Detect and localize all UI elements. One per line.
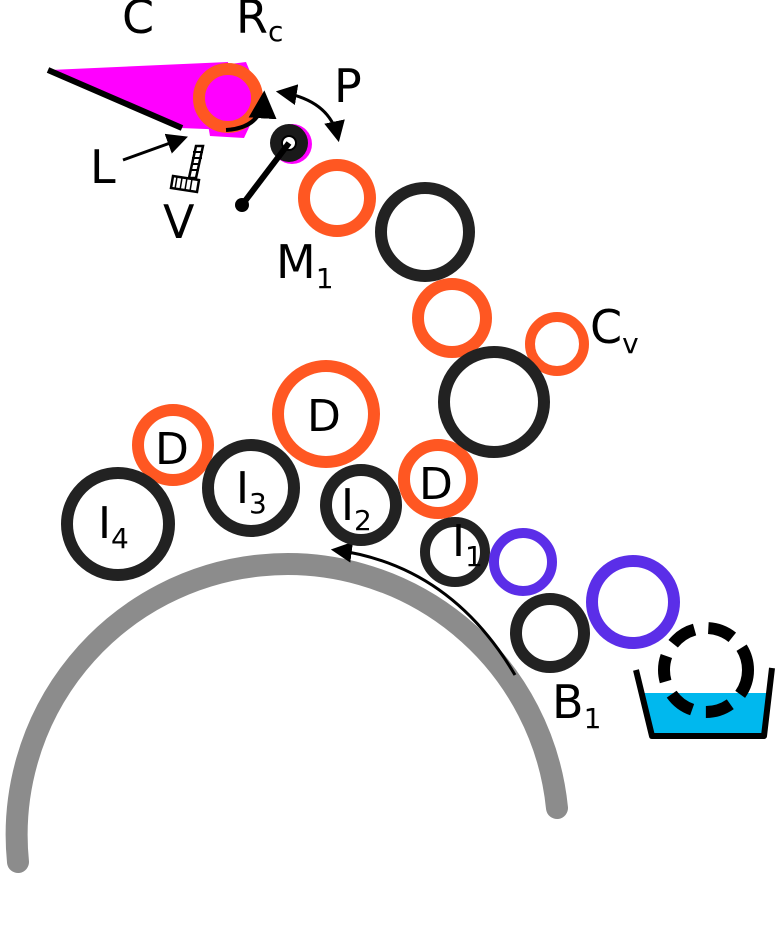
roller-d-top xyxy=(272,360,380,468)
roller-i1 xyxy=(420,517,490,587)
roller-black-upper xyxy=(375,182,475,282)
label-v: V xyxy=(163,195,195,249)
roller-violet-small xyxy=(489,528,557,596)
label-d-right: D xyxy=(419,459,453,510)
label-m1: M1 xyxy=(276,235,334,295)
curved-arrow-icon xyxy=(225,90,277,132)
roller-d-right xyxy=(398,439,478,519)
label-i3: I3 xyxy=(236,463,267,520)
double-curved-arrow-icon xyxy=(275,84,345,143)
label-p: P xyxy=(334,59,362,113)
label-d-left: D xyxy=(155,424,189,475)
ink-blade-wedge xyxy=(50,62,232,130)
roller-mid-orange xyxy=(412,278,492,358)
label-l: L xyxy=(90,140,116,194)
label-i4: I4 xyxy=(98,498,129,555)
roller-b1 xyxy=(510,593,590,673)
fountain-tray xyxy=(633,667,775,739)
ink-blade-lever xyxy=(46,67,184,131)
roller-m1 xyxy=(298,159,376,237)
roller-i3 xyxy=(202,439,300,537)
label-c: C xyxy=(122,0,154,44)
label-b1: B1 xyxy=(552,675,601,735)
label-cv: Cv xyxy=(590,300,639,360)
label-l-arrow xyxy=(122,133,188,162)
roller-cv xyxy=(525,312,589,376)
label-d-top: D xyxy=(307,391,341,442)
roller-i4 xyxy=(61,467,175,581)
cylinder-rotation-arrow-icon xyxy=(330,541,517,676)
impression-cylinder xyxy=(5,553,568,873)
roller-d-left xyxy=(132,404,214,486)
roller-violet-large xyxy=(586,555,680,649)
roller-i2 xyxy=(320,464,402,546)
pivot-p-arm xyxy=(239,141,292,207)
roller-black-large xyxy=(438,346,550,458)
adjustment-screw-icon xyxy=(169,144,205,194)
pivot-p-arm-end xyxy=(235,198,249,212)
label-i2: I2 xyxy=(341,480,372,537)
fountain-roller xyxy=(658,622,754,718)
label-i1: I1 xyxy=(452,516,483,573)
label-rc: Rc xyxy=(236,0,283,48)
